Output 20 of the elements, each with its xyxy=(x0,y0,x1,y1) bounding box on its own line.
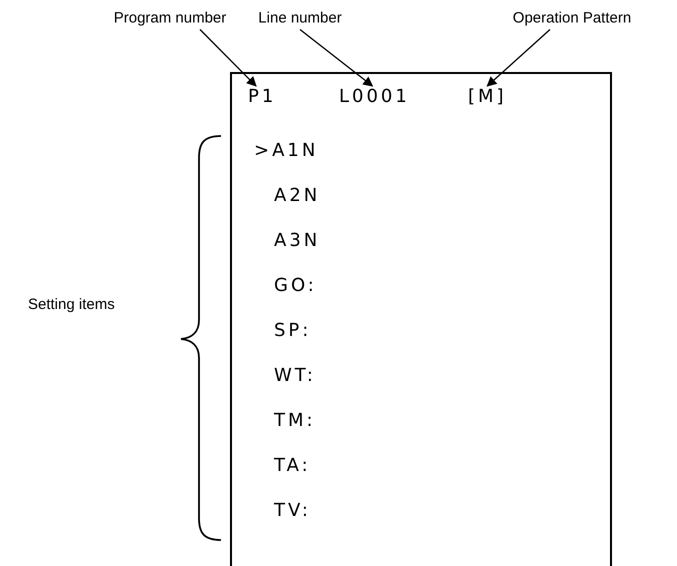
callout-label: Program number xyxy=(114,10,226,26)
leader-arrow xyxy=(300,28,374,87)
callout-label: Operation Pattern xyxy=(512,10,632,26)
menu-item-text: TV: xyxy=(274,502,311,520)
menu-item-text: GO: xyxy=(274,277,317,295)
menu-item-text: TA: xyxy=(274,457,311,475)
menu-item-text: A3N xyxy=(274,232,320,250)
menu-item-text: >A1N xyxy=(254,142,318,160)
program-number-text: P1 xyxy=(248,88,276,106)
leader-arrow xyxy=(486,29,550,87)
callout-label: Line number xyxy=(258,10,342,26)
operation-pattern-text: [M] xyxy=(468,88,507,106)
group-label: Setting items xyxy=(28,297,115,312)
line-number-text: L0001 xyxy=(339,88,410,106)
menu-item-text: WT: xyxy=(274,367,316,385)
menu-item-text: A2N xyxy=(274,187,320,205)
menu-item-text: SP: xyxy=(274,322,312,340)
display-screen xyxy=(230,72,612,566)
menu-item-text: TM: xyxy=(274,412,316,430)
leader-arrow xyxy=(200,29,257,87)
